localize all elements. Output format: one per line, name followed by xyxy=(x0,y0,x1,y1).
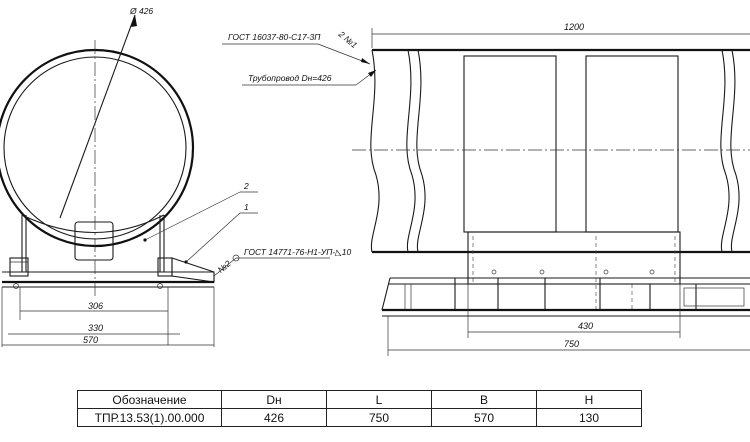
gost-label: ГОСТ 16037-80-С17-3П xyxy=(228,32,321,42)
header-designation: Обозначение xyxy=(77,390,222,409)
callout-1: 1 xyxy=(244,202,249,212)
dim-330: 330 xyxy=(88,323,103,333)
pipe-label: Трубопровод Dн=426 xyxy=(248,73,332,83)
cell-designation: ТПР.13.53(1).00.000 xyxy=(77,408,222,427)
cell-dn: 426 xyxy=(221,408,327,427)
diameter-label: Ø 426 xyxy=(129,6,153,16)
dim-570: 570 xyxy=(83,335,98,345)
saddle-support xyxy=(2,214,215,289)
front-weld-label: ГОСТ 14771-76-Н1-УП-◺10 xyxy=(244,247,351,257)
diameter-arrow xyxy=(131,15,137,27)
dim-1200: 1200 xyxy=(564,22,584,32)
header-dn: Dн xyxy=(221,390,327,409)
header-b: B xyxy=(431,390,537,409)
dim-430: 430 xyxy=(578,321,593,331)
cell-l: 750 xyxy=(326,408,432,427)
cell-b: 570 xyxy=(431,408,537,427)
front-view xyxy=(0,14,330,347)
header-l: L xyxy=(326,390,432,409)
cell-h: 130 xyxy=(536,408,642,427)
side-weld-number: 2 №1 xyxy=(336,28,360,50)
table-row: ТПР.13.53(1).00.000 426 750 570 130 xyxy=(77,408,642,427)
diameter-leader xyxy=(59,14,136,219)
dim-306: 306 xyxy=(88,301,103,311)
specification-table: Обозначение Dн L B H ТПР.13.53(1).00.000… xyxy=(77,390,642,427)
table-header-row: Обозначение Dн L B H xyxy=(77,390,642,409)
callout-2: 2 xyxy=(243,181,249,191)
technical-drawing: Ø 426 2 1 ГОСТ 14771-76-Н1-УП-◺10 №2 306… xyxy=(0,6,750,356)
dim-750: 750 xyxy=(564,339,579,349)
header-h: H xyxy=(536,390,642,409)
side-view xyxy=(222,28,750,356)
